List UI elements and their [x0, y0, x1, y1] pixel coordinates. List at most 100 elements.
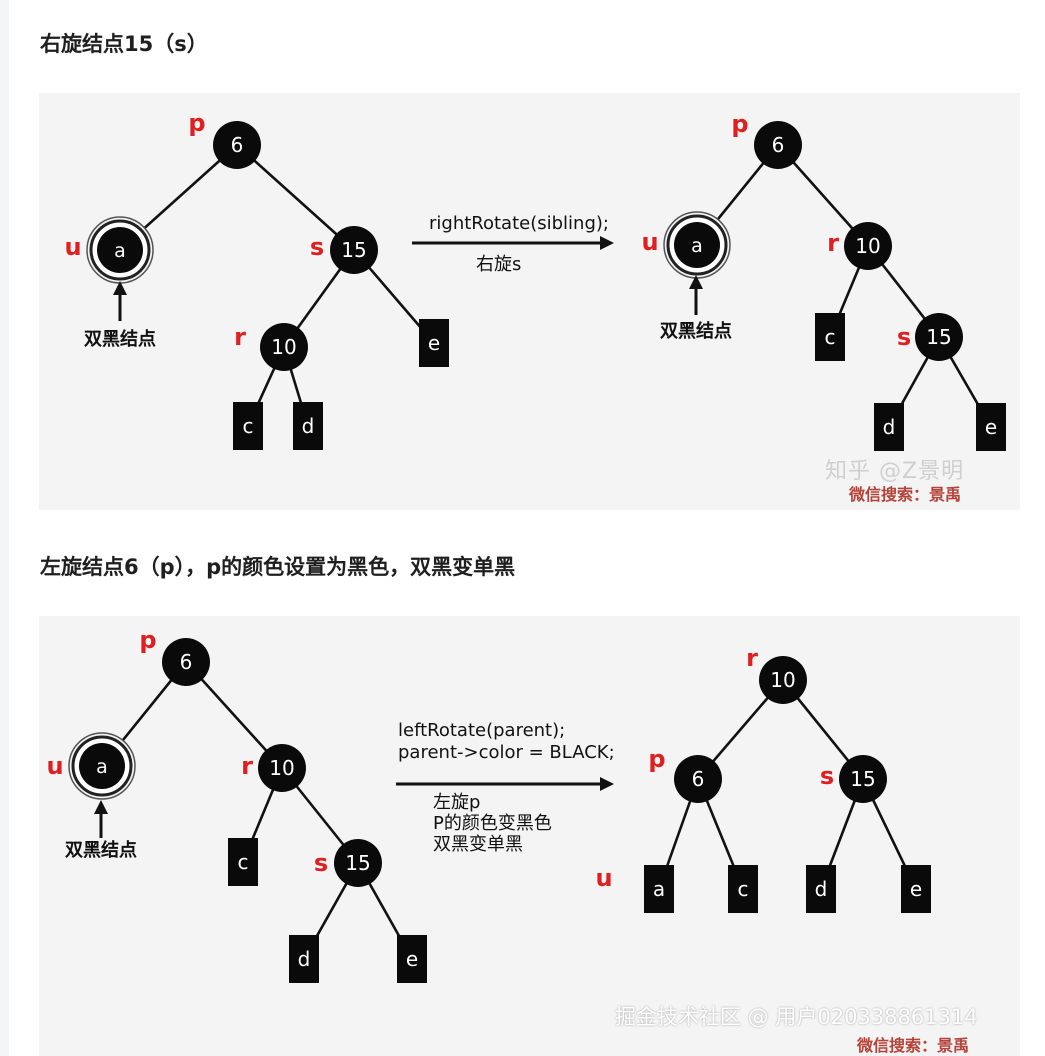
- leaf-value: a: [653, 877, 665, 901]
- tree-node-u: au: [46, 732, 136, 800]
- node-value: 10: [770, 668, 795, 692]
- operation-note-line: 双黑变单黑: [433, 834, 523, 855]
- tree-node-c: c: [228, 838, 258, 886]
- nil-leaf-box: [976, 403, 1006, 451]
- node-role-label: p: [139, 626, 156, 654]
- operation-note-line: 右旋s: [476, 254, 521, 275]
- node-role-label: r: [241, 752, 253, 780]
- tree-node-s: 15 s: [314, 839, 382, 887]
- nil-leaf-box: [644, 865, 674, 913]
- tree-node-e: e: [419, 319, 449, 367]
- operation-arrow-head: [600, 777, 614, 791]
- node-value: a: [114, 240, 126, 262]
- operation-code-line: parent->color = BLACK;: [398, 742, 615, 763]
- tree-node-s: 15 s: [310, 226, 378, 274]
- double-black-pointer: 双黑结点: [660, 275, 732, 342]
- double-black-label: 双黑结点: [84, 328, 156, 350]
- operation-note-line: P的颜色变黑色: [433, 813, 552, 834]
- tree-node-r: 10 r: [234, 323, 308, 371]
- node-role-label: p: [731, 110, 748, 138]
- leaf-value: c: [238, 850, 249, 874]
- operation-arrow-head: [600, 236, 614, 250]
- black-node-circle: [915, 313, 963, 361]
- leaf-value: d: [298, 947, 311, 971]
- black-node-circle: [674, 755, 722, 803]
- node-value: 15: [926, 325, 951, 349]
- nil-leaf-box: [901, 865, 931, 913]
- tree-node-p2: 6p: [648, 745, 722, 803]
- tree-node-d2: d: [874, 403, 904, 451]
- leaf-value: d: [302, 414, 315, 438]
- operation-code-line: leftRotate(parent);: [398, 720, 565, 741]
- section-2-heading: 左旋结点6（p），p的颜色设置为黑色，双黑变单黑: [40, 555, 516, 579]
- node-role-label: s: [310, 233, 324, 261]
- tree-node-c: c: [233, 402, 263, 450]
- double-black-label: 双黑结点: [65, 839, 137, 861]
- node-role-label: r: [827, 229, 839, 257]
- tree-node-d: d: [289, 935, 319, 983]
- node-role-label: p: [188, 109, 205, 137]
- black-node-circle: [754, 121, 802, 169]
- juejin-watermark: 掘金技术社区 @ 用户020338861314: [615, 1005, 978, 1029]
- tree-node-u2: au: [641, 211, 731, 279]
- leaf-value: e: [406, 947, 418, 971]
- nil-leaf-box: [806, 865, 836, 913]
- tree-node-u_label: u: [595, 864, 612, 892]
- black-node-circle: [79, 743, 125, 789]
- tree-edge-p-s: [236, 144, 355, 251]
- node-role-label: s: [897, 323, 911, 351]
- node-value: 10: [271, 335, 296, 359]
- pointer-arrow-head: [113, 281, 127, 295]
- nil-leaf-box: [228, 838, 258, 886]
- leaf-value: c: [243, 414, 254, 438]
- tree-node-s2: 15s: [820, 755, 887, 803]
- tree-node-c2: c: [815, 313, 845, 361]
- black-node-circle: [330, 226, 378, 274]
- leaf-value: e: [985, 415, 997, 439]
- leaf-value: e: [910, 877, 922, 901]
- tree-node-d: d: [293, 402, 323, 450]
- node-role-label: u: [46, 752, 63, 780]
- node-value: 15: [345, 851, 370, 875]
- zhihu-watermark: 知乎 @Z景明: [825, 459, 965, 484]
- leaf-value: c: [738, 877, 749, 901]
- node-role-label: u: [64, 233, 81, 261]
- wechat-watermark: 微信搜索：景禹: [857, 1036, 970, 1055]
- tree-node-p: 6p: [139, 626, 210, 686]
- nil-leaf-box: [293, 402, 323, 450]
- node-role-label: p: [648, 745, 665, 773]
- leaf-value: e: [428, 331, 440, 355]
- operation-arrow: [396, 777, 614, 791]
- black-node-circle: [260, 323, 308, 371]
- black-node-circle: [674, 222, 720, 268]
- node-role-label: u: [595, 864, 612, 892]
- black-node-circle: [258, 744, 306, 792]
- node-role-label: s: [314, 849, 328, 877]
- black-node-circle: [162, 638, 210, 686]
- pointer-arrow-head: [689, 275, 703, 289]
- tree-node-p: 6p: [188, 109, 261, 169]
- tree-node-r2: 10 r: [827, 222, 892, 270]
- nil-leaf-box: [874, 403, 904, 451]
- nil-leaf-box: [233, 402, 263, 450]
- node-value: 10: [269, 756, 294, 780]
- node-value: 10: [855, 234, 880, 258]
- black-node-circle: [839, 755, 887, 803]
- node-value: 15: [341, 238, 366, 262]
- black-node-circle: [759, 656, 807, 704]
- tree-node-e2: e: [976, 403, 1006, 451]
- node-value: 6: [772, 133, 785, 157]
- double-black-pointer: 双黑结点: [84, 281, 156, 350]
- tree-node-e: e: [397, 935, 427, 983]
- tree-node-a2: a: [644, 865, 674, 913]
- tree-node-d2: d: [806, 865, 836, 913]
- nil-leaf-box: [419, 319, 449, 367]
- tree-node-p2: 6p: [731, 110, 802, 169]
- wechat-watermark: 微信搜索：景禹: [849, 485, 962, 504]
- black-node-circle: [334, 839, 382, 887]
- node-role-label: r: [234, 323, 246, 351]
- leaf-value: d: [883, 415, 896, 439]
- node-value: 6: [180, 650, 193, 674]
